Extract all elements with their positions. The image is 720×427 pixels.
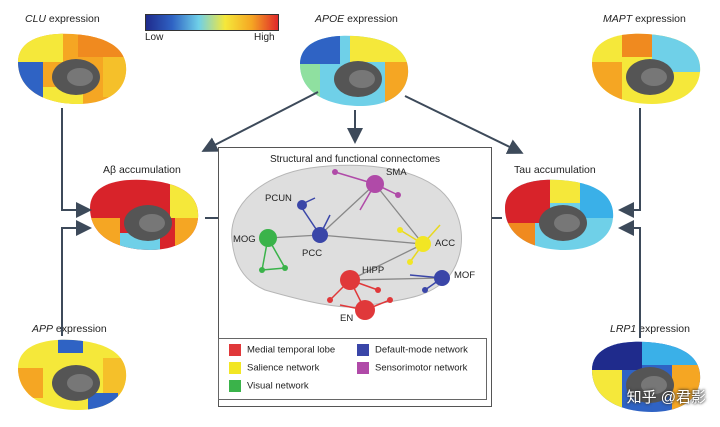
- connectome-title: Structural and functional connectomes: [269, 154, 441, 165]
- node-label-mog: MOG: [233, 234, 256, 245]
- legend-item-default-mode-network: Default-mode network: [357, 344, 468, 356]
- mapt-brain: [592, 33, 701, 104]
- legend-item-visual-network: Visual network: [229, 380, 309, 392]
- tau-accumulation-label: Tau accumulation: [514, 164, 596, 176]
- node-label-acc: ACC: [435, 238, 456, 249]
- tau-brain: [505, 179, 614, 250]
- node-mof: [434, 270, 450, 286]
- arrow-apoe-to-abeta: [201, 91, 319, 152]
- lrp1-expression-label: LRP1 expression: [610, 323, 690, 335]
- node-label-hipp: HIPP: [362, 265, 385, 276]
- node-pcc: [312, 227, 328, 243]
- node-label-pcun: PCUN: [265, 193, 292, 204]
- arrow-lrp1-to-tau: [618, 220, 641, 338]
- node-pcun: [297, 200, 307, 210]
- arrow-apoe-to-tau: [404, 95, 524, 154]
- app-expression-label: APP expression: [32, 323, 107, 335]
- node-label-sma: SMA: [386, 167, 407, 178]
- lrp1-brain: [592, 341, 701, 412]
- colorbar: [145, 14, 279, 31]
- node-hipp: [340, 270, 360, 290]
- clu-expression-label: CLU expression: [25, 13, 100, 25]
- watermark: 知乎 @君影: [626, 389, 706, 406]
- apoe-brain: [300, 35, 409, 106]
- arrow-mapt-to-tau: [618, 108, 641, 218]
- apoe-expression-label: APOE expression: [315, 13, 398, 25]
- node-en: [355, 300, 375, 320]
- glass-brain: [231, 164, 462, 308]
- node-acc: [415, 236, 431, 252]
- node-sma: [366, 175, 384, 193]
- legend-item-salience-network: Salience network: [229, 362, 319, 374]
- colorbar-high-label: High: [254, 32, 275, 43]
- app-brain: [18, 339, 127, 410]
- legend-item-sensorimotor-network: Sensorimotor network: [357, 362, 467, 374]
- abeta-accumulation-label: Aβ accumulation: [103, 164, 181, 176]
- node-mog: [259, 229, 277, 247]
- node-label-pcc: PCC: [302, 248, 323, 259]
- network-legend: Medial temporal lobe Default-mode networ…: [218, 338, 487, 400]
- colorbar-low-label: Low: [145, 32, 164, 43]
- arrow-clu-to-abeta: [61, 108, 92, 218]
- node-label-mof: MOF: [454, 270, 476, 281]
- legend-item-medial-temporal-lobe: Medial temporal lobe: [229, 344, 335, 356]
- arrow-app-to-abeta: [61, 220, 92, 336]
- abeta-brain: [90, 179, 199, 250]
- node-label-en: EN: [340, 313, 354, 324]
- mapt-expression-label: MAPT expression: [603, 13, 686, 25]
